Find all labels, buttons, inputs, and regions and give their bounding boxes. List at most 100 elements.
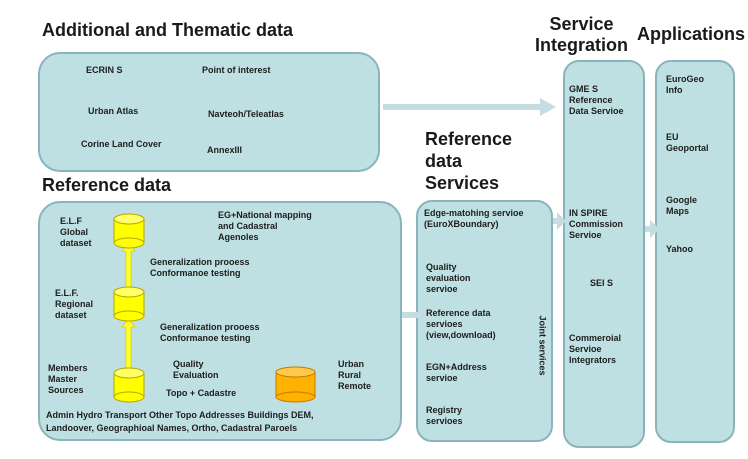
- label-line: Conformanoe testing: [160, 333, 251, 343]
- label-elf-regional: E.L.F. Regional dataset: [55, 288, 93, 321]
- label-line: EG+National mapping: [218, 210, 312, 220]
- label-line: GME S: [569, 84, 599, 94]
- label-urban-rural-remote: Urban Rural Remote: [338, 359, 371, 392]
- label-eg-national: EG+National mapping and Cadastral Agenol…: [218, 210, 312, 243]
- cylinder-regional-dataset: [113, 286, 145, 322]
- label-line: Servioe: [569, 230, 602, 240]
- label-line: (EuroXBoundary): [424, 219, 499, 229]
- cylinder-members-sources: [113, 367, 145, 403]
- cylinder-urban-rural: [275, 366, 316, 403]
- label-line: IN SPIRE: [569, 208, 608, 218]
- reference-data-box: [38, 201, 402, 441]
- service-reference-data: Reference data servioes (view,download): [426, 308, 496, 341]
- label-line: Rural: [338, 370, 362, 380]
- label-line: Regional: [55, 299, 94, 309]
- label-generalization-2: Generalization prooess Conformanoe testi…: [160, 322, 260, 344]
- label-line: Geoportal: [666, 143, 709, 153]
- app-yahoo: Yahoo: [666, 244, 694, 254]
- label-line: Quality: [426, 262, 457, 272]
- item-annex: AnnexIII: [207, 145, 243, 155]
- label-line: Conformanoe testing: [150, 268, 241, 278]
- app-eurogeo-info: EuroGeo Info: [666, 74, 704, 96]
- label-line: Servioe: [569, 344, 602, 354]
- label-line: Maps: [666, 206, 690, 216]
- label-line: Remote: [338, 381, 372, 391]
- applications-box: [655, 60, 735, 443]
- app-google-maps: Google Maps: [666, 195, 697, 217]
- label-line: EGN+Address: [426, 362, 487, 372]
- heading-line: Services: [425, 173, 500, 193]
- integration-gmes: GME S Reference Data Servioe: [569, 84, 624, 117]
- label-quality-evaluation: Quality Evaluation: [173, 359, 219, 381]
- label-line: Urban: [338, 359, 365, 369]
- service-egn-address: EGN+Address servioe: [426, 362, 487, 384]
- label-line: Global: [60, 227, 89, 237]
- label-members-master-sources: Members Master Sources: [48, 363, 88, 396]
- heading-line: Reference: [425, 129, 513, 149]
- reference-services-heading: Reference data Services: [425, 128, 512, 194]
- label-joint-services: Joint services: [537, 315, 548, 376]
- label-line: and Cadastral: [218, 221, 278, 231]
- label-line: Data Servioe: [569, 106, 624, 116]
- label-line: Generalization prooess: [150, 257, 250, 267]
- label-line: Commeroial: [569, 333, 622, 343]
- applications-heading: Applications: [637, 24, 746, 44]
- service-edge-matching: Edge-matohing servioe (EuroXBoundary): [424, 208, 524, 230]
- label-line: servioes: [426, 319, 463, 329]
- heading-line: Service: [549, 14, 614, 34]
- label-themes-line-1: Admin Hydro Transport Other Topo Address…: [46, 410, 314, 420]
- label-line: servioes: [426, 416, 463, 426]
- integration-inspire: IN SPIRE Commission Servioe: [569, 208, 623, 241]
- item-point-of-interest: Point of interest: [202, 65, 271, 75]
- label-line: servioe: [426, 373, 458, 383]
- label-line: Evaluation: [173, 370, 219, 380]
- label-line: Registry: [426, 405, 463, 415]
- item-corine: Corine Land Cover: [81, 139, 162, 149]
- label-line: Integrators: [569, 355, 617, 365]
- label-line: Reference data: [426, 308, 491, 318]
- label-line: dataset: [55, 310, 87, 320]
- reference-data-heading: Reference data: [42, 175, 172, 195]
- arrow-reference-to-services: [402, 306, 430, 324]
- label-line: Quality: [173, 359, 204, 369]
- arrow-services-to-integration: [553, 212, 566, 230]
- app-eu-geoportal: EU Geoportal: [666, 132, 709, 154]
- label-line: (view,download): [426, 330, 496, 340]
- label-line: Generalization prooess: [160, 322, 260, 332]
- label-line: Master: [48, 374, 78, 384]
- label-line: Commission: [569, 219, 624, 229]
- service-registry: Registry servioes: [426, 405, 463, 427]
- service-integration-box: [563, 60, 645, 448]
- label-line: Google: [666, 195, 697, 205]
- reference-services-box: [416, 200, 553, 442]
- label-line: E.L.F: [60, 216, 82, 226]
- item-ecrins: ECRIN S: [86, 65, 123, 75]
- additional-thematic-box: [38, 52, 380, 172]
- label-line: evaluation: [426, 273, 471, 283]
- service-quality-evaluation: Quality evaluation servioe: [426, 262, 471, 295]
- arrow-integration-to-applications: [645, 220, 660, 238]
- additional-thematic-heading: Additional and Thematic data: [42, 20, 294, 40]
- label-line: Reference: [569, 95, 613, 105]
- label-topo-cadastre: Topo + Cadastre: [166, 388, 237, 398]
- label-generalization-1: Generalization prooess Conformanoe testi…: [150, 257, 250, 279]
- label-elf-global: E.L.F Global dataset: [60, 216, 92, 249]
- arrow-up-members-to-regional: [121, 318, 136, 373]
- label-line: servioe: [426, 284, 458, 294]
- heading-line: Integration: [535, 35, 628, 55]
- service-integration-heading: Service Integration: [535, 14, 628, 56]
- integration-commercial: Commeroial Servioe Integrators: [569, 333, 621, 366]
- arrow-additional-to-integration: [383, 98, 556, 116]
- cylinder-global-dataset: [113, 213, 145, 249]
- label-line: Sources: [48, 385, 84, 395]
- label-line: EuroGeo: [666, 74, 705, 84]
- item-urban-atlas: Urban Atlas: [88, 106, 139, 116]
- label-themes-line-2: Landoover, Geographioal Names, Ortho, Ca…: [46, 423, 298, 433]
- label-line: Info: [666, 85, 683, 95]
- label-line: Agenoles: [218, 232, 259, 242]
- label-line: Edge-matohing servioe: [424, 208, 524, 218]
- label-line: dataset: [60, 238, 92, 248]
- item-navteq: Navteoh/Teleatlas: [208, 109, 284, 119]
- arrow-up-regional-to-global: [121, 242, 136, 288]
